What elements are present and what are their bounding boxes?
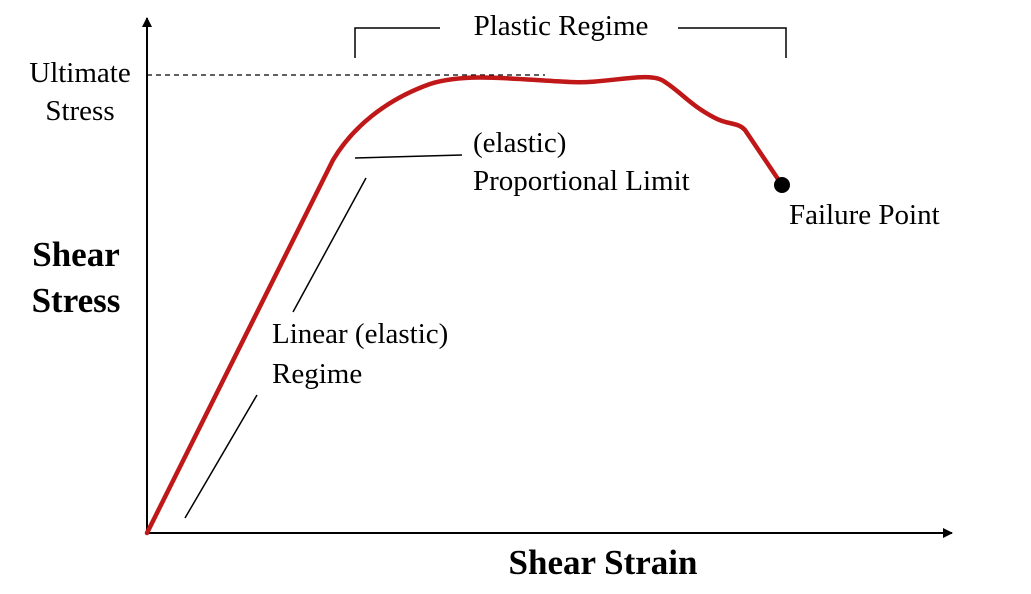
linear-regime-leader-upper: [292, 177, 367, 313]
linear-regime-label-line1: Linear (elastic): [272, 318, 448, 350]
proportional-limit-label-line2: Proportional Limit: [473, 165, 690, 197]
plastic-regime-bracket-right: [678, 27, 787, 58]
linear-regime-label-line2: Regime: [272, 358, 362, 390]
x-axis-label: Shear Strain: [509, 543, 698, 582]
plastic-regime-bracket-left: [354, 27, 440, 58]
plastic-regime-label: Plastic Regime: [474, 10, 649, 42]
ultimate-stress-label-line2: Stress: [45, 95, 114, 127]
linear-regime-leader-lower: [184, 394, 258, 519]
proportional-limit-label-line1: (elastic): [473, 127, 566, 159]
stress-strain-curve: [144, 74, 785, 536]
y-axis-label-line2: Stress: [32, 281, 121, 320]
proportional-limit-leader: [354, 154, 463, 159]
y-axis-label-line1: Shear: [32, 235, 120, 274]
failure-point-marker: [774, 177, 790, 193]
ultimate-stress-label-line1: Ultimate: [29, 57, 130, 89]
failure-point-label: Failure Point: [789, 199, 940, 231]
